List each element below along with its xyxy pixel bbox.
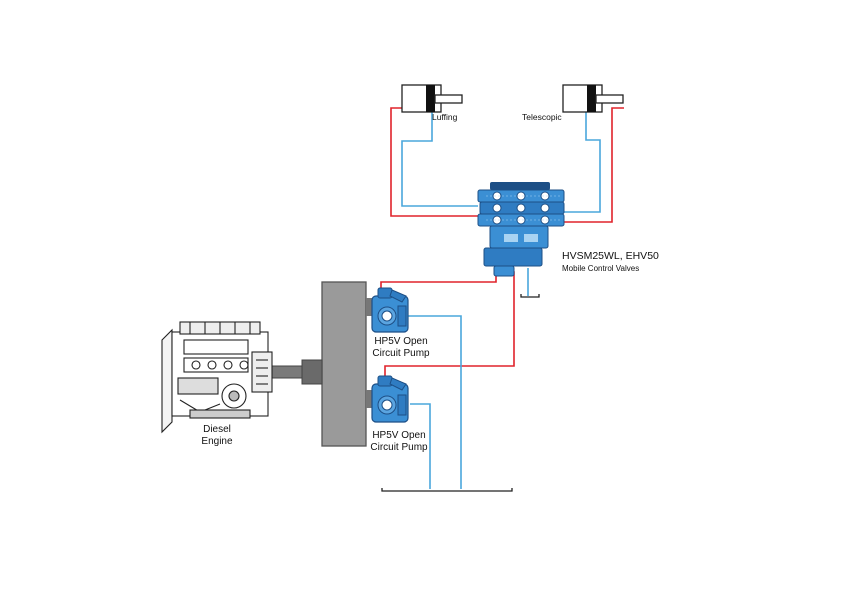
telescopic-cylinder-icon xyxy=(562,84,624,113)
pump1-pressure-line xyxy=(380,262,497,296)
pump1-suction-line xyxy=(408,315,462,489)
luffing-cylinder-icon xyxy=(401,84,463,113)
pump-icon xyxy=(371,375,409,423)
valve-tank-symbol-icon xyxy=(520,294,540,298)
luffing-label: Luffing xyxy=(432,112,458,122)
pump2-label: HP5V Open Circuit Pump xyxy=(366,430,432,454)
drive-coupling-lower xyxy=(366,390,372,408)
valve-label-title: HVSM25WL, EHV50 xyxy=(562,250,659,262)
luffing-return-line xyxy=(401,104,478,207)
pump1-label-line1: HP5V Open xyxy=(374,336,428,347)
telescopic-label: Telescopic xyxy=(522,112,562,122)
drive-coupling xyxy=(366,298,372,316)
telescopic-pressure-line xyxy=(552,107,624,223)
drive-shaft xyxy=(271,359,323,385)
engine-label-line1: Diesel xyxy=(203,424,231,435)
return-lines xyxy=(401,104,601,489)
diesel-engine-icon xyxy=(161,321,273,434)
pump2-suction-line xyxy=(410,403,431,489)
pump2-label-line2: Circuit Pump xyxy=(370,442,428,453)
pump1-label: HP5V Open Circuit Pump xyxy=(368,336,434,360)
telescopic-return-line xyxy=(552,104,601,213)
pump2-label-line1: HP5V Open xyxy=(372,430,426,441)
pump-icon xyxy=(371,287,409,333)
control-valve-block-icon xyxy=(477,182,565,277)
gearbox-housing xyxy=(321,281,367,447)
valve-label-subtitle: Mobile Control Valves xyxy=(562,264,640,273)
engine-label-line2: Engine xyxy=(201,436,233,447)
tank-symbol-icon xyxy=(381,488,513,492)
engine-label: Diesel Engine xyxy=(192,424,242,448)
luffing-pressure-line xyxy=(390,107,478,217)
pump1-label-line2: Circuit Pump xyxy=(372,348,430,359)
